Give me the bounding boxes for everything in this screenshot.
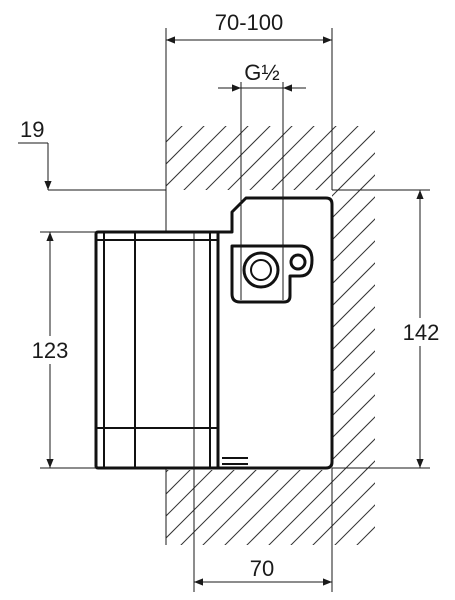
hatch-line [166, 126, 375, 545]
hatch-line [412, 0, 455, 600]
hatch-line [166, 126, 375, 545]
dimension-body-height: 123 [20, 231, 96, 469]
hatch-line [213, 126, 375, 545]
dimension-label-wall-depth: 70 [250, 556, 274, 581]
hatch-line [0, 0, 88, 600]
hatch-line [0, 0, 110, 600]
dimension-wall-depth: 70 [193, 232, 333, 592]
hatch-line [257, 126, 375, 545]
hatch-line [166, 126, 375, 545]
hatch-line [166, 126, 375, 545]
dimension-total-height: 142 [332, 189, 448, 469]
hatch-line [0, 0, 22, 600]
dimension-overall-depth: 70-100 [165, 10, 333, 190]
hatch-line [390, 0, 455, 600]
pipe-connection-circle [242, 251, 280, 289]
dimension-label-total-height: 142 [403, 320, 440, 345]
hatch-line [367, 126, 375, 545]
hatch-line [235, 126, 375, 545]
hatch-line [0, 0, 44, 600]
installation-body [94, 196, 334, 470]
dimension-label-thread: G½ [244, 60, 279, 85]
hatch-line [0, 0, 66, 600]
hatch-line [345, 126, 375, 545]
hatch-line [169, 126, 375, 545]
dimension-offset: 19 [18, 117, 166, 191]
dimension-label-body-height: 123 [32, 338, 69, 363]
hatch-line [191, 126, 375, 545]
hatch-line [323, 126, 375, 545]
dimension-label-offset: 19 [20, 117, 44, 142]
hatch-line [166, 126, 375, 545]
hatch-line [434, 0, 455, 600]
dimension-label-overall-depth: 70-100 [215, 10, 284, 35]
dimension-thread: G½ [218, 60, 306, 92]
mounting-hole [289, 253, 307, 271]
hatch-line [166, 126, 375, 545]
